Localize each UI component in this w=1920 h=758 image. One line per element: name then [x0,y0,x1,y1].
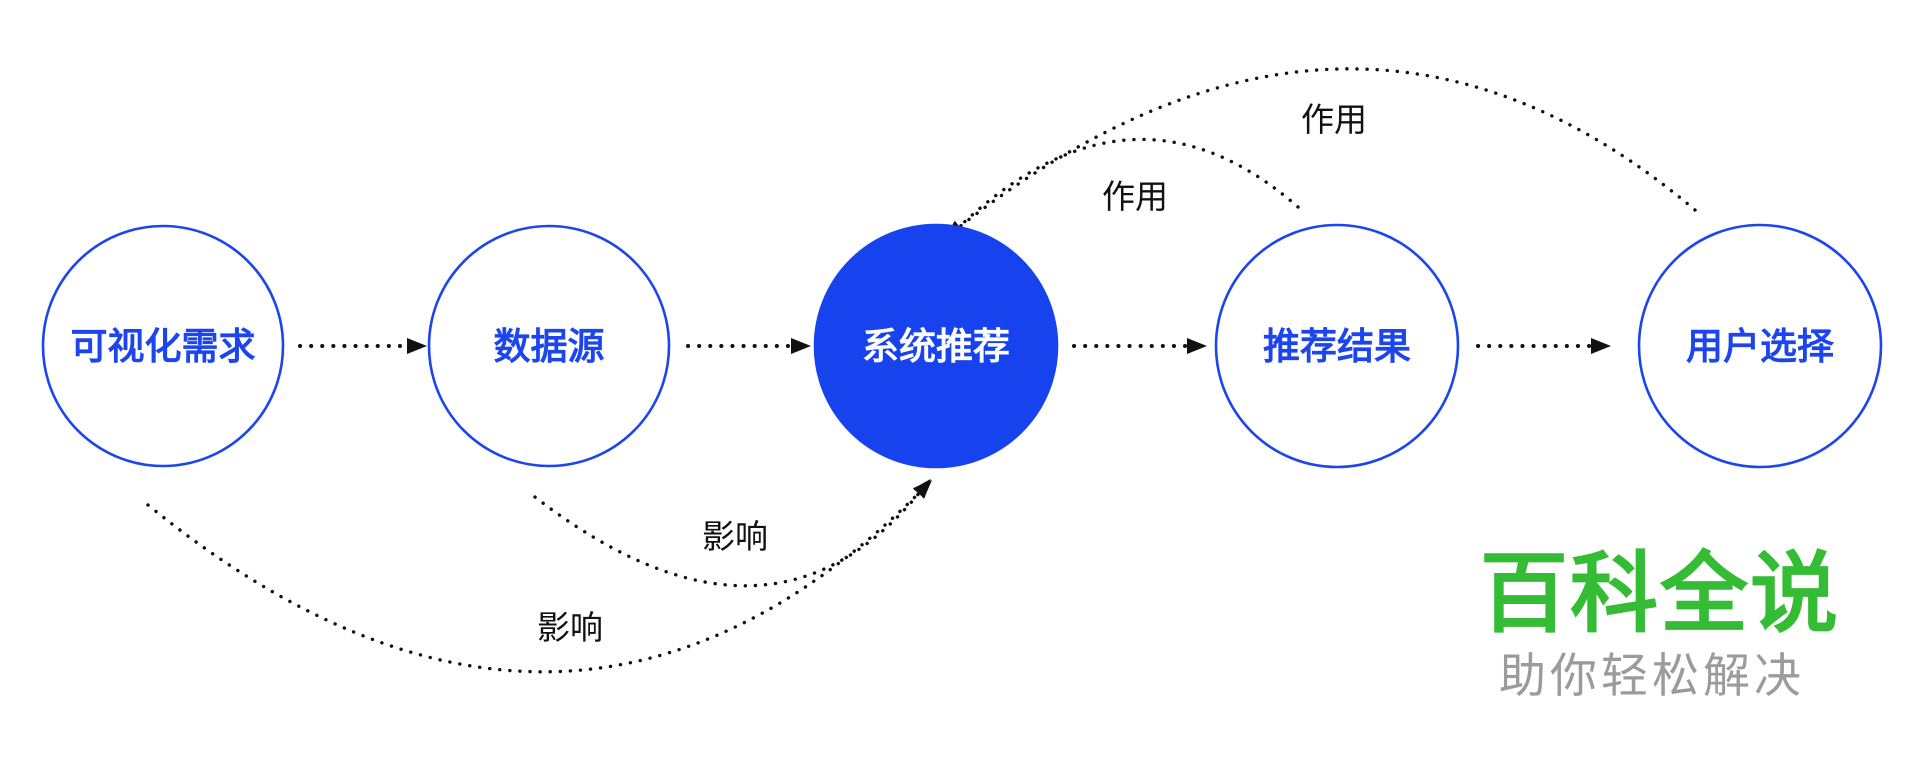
node-label-visualization-requirements: 可视化需求 [71,326,256,367]
node-circle-user-choice [1637,223,1883,469]
node-circle-data-source [427,224,671,468]
edge-label-influence-outer: 影响 [537,609,603,646]
watermark-subtitle: 助你轻松解决 [1499,649,1805,702]
node-label-recommendation-result: 推荐结果 [1263,326,1411,367]
edge-label-influence-inner: 影响 [702,518,768,555]
edge-visualization-requirements-to-system-recommendation-arc [146,480,933,674]
node-circle-visualization-requirements [41,224,285,468]
edge-label-effect-inner: 作用 [1102,178,1168,215]
node-label-user-choice: 用户选择 [1686,326,1835,367]
node-label-data-source: 数据源 [494,326,605,367]
node-label-system-recommendation: 系统推荐 [862,326,1010,367]
watermark-title: 百科全说 [1480,544,1840,643]
node-circle-system-recommendation [813,223,1059,469]
edge-recommendation-result-to-system-recommendation-arc [945,137,1300,240]
node-circle-recommendation-result [1214,223,1460,469]
edge-label-effect-outer: 作用 [1301,101,1367,138]
edge-user-choice-to-system-recommendation-arc [944,67,1697,239]
